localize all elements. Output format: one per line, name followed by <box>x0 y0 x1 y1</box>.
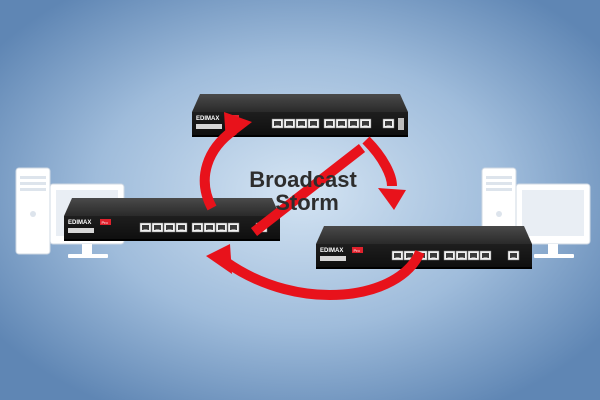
brand-tag: Pro <box>102 220 109 225</box>
broadcast-storm-label-line1: Broadcast <box>249 167 357 192</box>
ethernet-port <box>203 222 216 233</box>
ethernet-port <box>163 222 176 233</box>
ethernet-port <box>307 118 320 129</box>
brand-label: EDIMAX <box>320 248 343 254</box>
ethernet-port <box>335 118 348 129</box>
ethernet-port <box>467 250 480 261</box>
ethernet-port <box>151 222 164 233</box>
ethernet-port <box>347 118 360 129</box>
ethernet-port <box>295 118 308 129</box>
ethernet-port <box>391 250 404 261</box>
brand-label: EDIMAX <box>68 220 91 226</box>
ethernet-port <box>191 222 204 233</box>
broadcast-storm-label-line2: Storm <box>275 190 339 215</box>
ethernet-port <box>215 222 228 233</box>
ethernet-port <box>455 250 468 261</box>
ethernet-port <box>443 250 456 261</box>
ethernet-port <box>175 222 188 233</box>
ethernet-port <box>283 118 296 129</box>
switch-icon: EDIMAX Pro <box>316 226 532 269</box>
ethernet-port <box>139 222 152 233</box>
ethernet-port <box>323 118 336 129</box>
switch-icon: EDIMAX Pro <box>64 198 280 241</box>
ethernet-port <box>227 222 240 233</box>
ethernet-port <box>271 118 284 129</box>
ethernet-port <box>479 250 492 261</box>
brand-label: EDIMAX <box>196 116 219 122</box>
brand-tag: Pro <box>354 248 361 253</box>
ethernet-port <box>427 250 440 261</box>
ethernet-port <box>359 118 372 129</box>
loop-arrow-icon <box>199 112 425 301</box>
